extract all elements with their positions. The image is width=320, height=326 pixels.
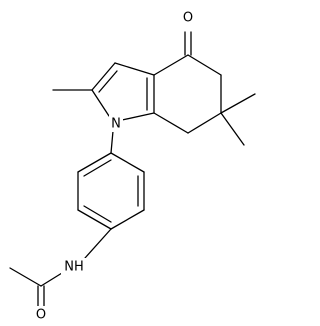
atom-label-ring-nitrogen: N — [111, 117, 121, 132]
bond-nh-carbonyl — [40, 272, 63, 287]
bond-c6-c7 — [187, 112, 222, 134]
bond-ar3-ar4 — [110, 209, 145, 230]
molecule-structure: O N NH O — [9, 10, 256, 323]
bond-c3a-c4 — [153, 54, 189, 76]
bonds — [9, 31, 256, 308]
bond-c6-methyl-a — [220, 93, 256, 114]
bond-c2-n1 — [91, 89, 110, 117]
bond-ar4-ar5 — [77, 209, 112, 230]
bond-c3-c2 — [91, 62, 116, 91]
bond-ar6-ar1 — [77, 152, 112, 173]
bond-c3-c2-inner — [98, 70, 118, 93]
atom-label-amide-oxygen: O — [36, 308, 46, 323]
atom-label-amide-nitrogen: NH — [64, 260, 84, 275]
bond-ar1-ar2 — [110, 152, 145, 173]
atom-labels: O N NH O — [34, 10, 195, 323]
bond-c4-c5 — [187, 54, 222, 76]
bond-c7-c7a — [153, 112, 189, 134]
bond-c3a-c3 — [114, 62, 155, 76]
bond-c6-methyl-b — [220, 112, 245, 146]
bond-carbonyl-methyl — [9, 267, 42, 287]
bond-n1-c7a — [121, 112, 155, 121]
atom-label-ketone-oxygen: O — [183, 11, 193, 26]
bond-n1-aryl — [110, 130, 114, 154]
bond-ar4-ar5-inner — [83, 205, 112, 223]
bond-ar4-nh — [84, 228, 112, 259]
bond-ar6-ar1-inner — [83, 159, 112, 177]
